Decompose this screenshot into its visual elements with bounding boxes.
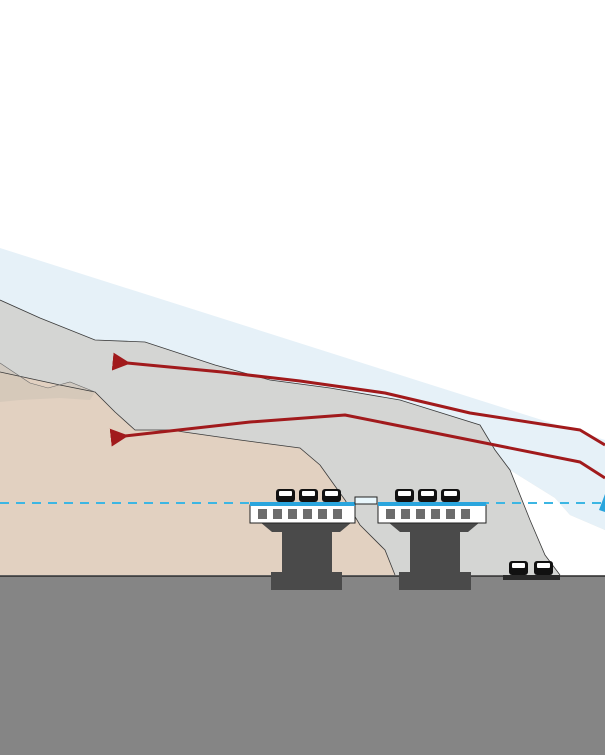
viewpoint-marker-icon: [599, 494, 605, 512]
left-pier-cap: [260, 522, 352, 532]
ground: [0, 576, 605, 755]
left-overpass-cars: [276, 489, 341, 502]
right-deck-surface: [378, 502, 486, 506]
left-deck-surface: [250, 502, 355, 506]
right-pier-footing: [399, 572, 471, 590]
right-pier-cap: [388, 522, 480, 532]
right-deck-cells: [386, 509, 470, 519]
right-overpass-cars: [395, 489, 460, 502]
right-overpass-pier: [377, 489, 487, 590]
right-cutaway: [510, 470, 605, 575]
left-overpass-pier: [249, 489, 356, 590]
left-pier-footing: [271, 572, 342, 590]
right-pier-column: [410, 530, 460, 572]
left-deck-cells: [258, 509, 342, 519]
upper-terrain-outline: [0, 299, 561, 576]
ground-level-road: [503, 561, 560, 580]
deck-barrier: [354, 496, 378, 505]
road-pad: [503, 575, 560, 580]
upper-sight-line-arrow: [111, 352, 605, 447]
ridge-outline: [0, 362, 96, 393]
left-ridge: [0, 363, 95, 402]
lower-sight-line-arrow: [109, 413, 605, 480]
left-pier-column: [282, 530, 332, 572]
